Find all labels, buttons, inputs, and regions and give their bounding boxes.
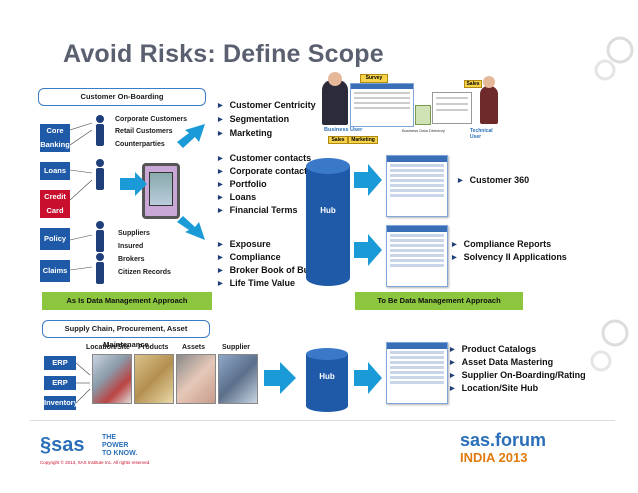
supplier-type-suppliers: Suppliers <box>118 230 150 237</box>
bullet-marketing: Marketing <box>218 128 273 138</box>
hub-output-arrows <box>354 164 382 266</box>
event-label: INDIA 2013 <box>460 450 528 465</box>
business-user-label: Business User <box>324 127 363 133</box>
system-erp-2: ERP <box>44 376 76 390</box>
tag-technical-sales: Sales <box>464 80 482 88</box>
decorative-circles-top <box>594 36 634 81</box>
column-supplier: Supplier <box>222 344 251 351</box>
page-title: Avoid Risks: Define Scope <box>63 40 384 68</box>
bullet-corporate-contacts: Corporate contacts <box>218 166 313 176</box>
system-erp-1: ERP <box>44 356 76 370</box>
photo-products <box>134 354 174 404</box>
hub-label: Hub <box>320 206 336 215</box>
flow-arrows-left <box>120 124 205 240</box>
to-be-bar: To Be Data Management Approach <box>355 292 523 310</box>
bullet-financial-terms: Financial Terms <box>218 205 298 215</box>
sas-logo: §sas <box>40 434 85 456</box>
supply-chain-label: Supply Chain, Procurement, Asset Mainten… <box>64 324 188 349</box>
supply-hub-label: Hub <box>319 372 335 381</box>
customer-type-corporate: Corporate Customers <box>115 116 187 123</box>
directory-label: Business Data Directory <box>402 128 445 133</box>
technical-user-label: Technical User <box>470 128 493 140</box>
supplier-type-insured: Insured <box>118 243 144 250</box>
supply-to-hub-arrow <box>264 362 296 394</box>
photo-location-site <box>92 354 132 404</box>
technical-form <box>432 92 472 124</box>
system-policy: Policy <box>40 228 70 250</box>
system-loans: Loans <box>40 162 70 180</box>
business-user-figure <box>322 80 348 125</box>
tag-marketing: Marketing <box>348 136 378 144</box>
column-assets: Assets <box>182 344 205 351</box>
bullet-segmentation: Segmentation <box>218 114 290 124</box>
system-inventory: Inventory <box>44 396 78 410</box>
bullet-location-site-hub: Location/Site Hub <box>450 383 539 393</box>
customer-type-counterparties: Counterparties <box>115 141 165 148</box>
bullet-supplier-onboarding: Supplier On-Boarding/Rating <box>450 370 586 380</box>
supply-hub-cylinder: Hub <box>306 348 348 412</box>
sas-tagline: THE POWER TO KNOW. <box>102 434 138 457</box>
tag-sales: Sales <box>328 136 348 144</box>
tag-survey: Survey <box>360 74 388 83</box>
person-icons <box>96 115 104 284</box>
system-credit: Credit <box>40 190 70 204</box>
supply-hub-output-arrow <box>354 362 382 394</box>
result-solvency-ii: Solvency II Applications <box>452 252 567 262</box>
technical-user-figure <box>480 86 498 124</box>
supplier-type-brokers: Brokers <box>118 256 145 263</box>
customer-type-retail: Retail Customers <box>115 128 173 135</box>
onboarding-label: Customer On-Boarding <box>80 92 164 101</box>
bullet-loans: Loans <box>218 192 257 202</box>
hub-cylinder: Hub <box>306 158 350 286</box>
user-illustration: Survey Business User Sales Marketing Bus… <box>320 70 500 145</box>
supplier-type-citizen-records: Citizen Records <box>118 269 171 276</box>
column-products: Products <box>138 344 169 351</box>
screenshot-thumbnail-3 <box>386 342 448 404</box>
screenshot-thumbnail-2 <box>386 225 448 287</box>
photo-assets <box>176 354 216 404</box>
system-card: Card <box>40 204 70 218</box>
directory-icon <box>415 105 431 125</box>
bullet-portfolio: Portfolio <box>218 179 267 189</box>
forum-logo: sas.forum <box>460 430 547 450</box>
result-compliance-reports: Compliance Reports <box>452 239 552 249</box>
bullet-customer-contacts: Customer contacts <box>218 153 312 163</box>
footer-divider <box>30 420 615 421</box>
copyright-text: Copyright © 2013, SAS Institute Inc. All… <box>40 460 151 465</box>
mobile-device-image <box>142 163 180 219</box>
decorative-circles-bottom <box>590 319 629 372</box>
bullet-customer-centricity: Customer Centricity <box>218 100 316 110</box>
bullet-broker-book: Broker Book of Business <box>218 265 338 275</box>
bullet-compliance: Compliance <box>218 252 281 262</box>
connector-lines <box>70 122 93 271</box>
bullet-exposure: Exposure <box>218 239 271 249</box>
result-customer-360: Customer 360 <box>458 175 530 185</box>
screenshot-thumbnail-1 <box>386 155 448 217</box>
as-is-bar: As Is Data Management Approach <box>42 292 212 310</box>
sas-logo-icon: § <box>40 434 52 456</box>
bullet-product-catalogs: Product Catalogs <box>450 344 537 354</box>
erp-connector-lines <box>76 362 91 404</box>
bullet-asset-data-mastering: Asset Data Mastering <box>450 357 554 367</box>
system-claims: Claims <box>40 260 70 282</box>
bullet-lifetime-value: Life Time Value <box>218 278 295 288</box>
photo-supplier <box>218 354 258 404</box>
business-form <box>350 83 414 127</box>
column-location-site: Location/Site <box>86 344 130 351</box>
supply-chain-frame: Supply Chain, Procurement, Asset Mainten… <box>42 320 210 349</box>
system-core: Core <box>40 124 70 138</box>
system-banking: Banking <box>40 138 70 152</box>
onboarding-frame: Customer On-Boarding <box>38 88 206 106</box>
